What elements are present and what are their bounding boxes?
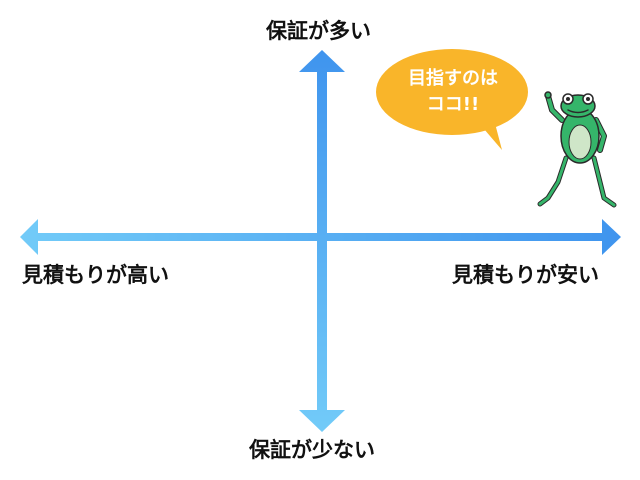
axis-label-bottom: 保証が少ない — [249, 438, 375, 462]
frog-pointing-icon — [537, 91, 617, 208]
speech-bubble-line-2: ココ!! — [426, 94, 480, 115]
axis-label-left: 見積もりが高い — [22, 263, 169, 287]
axis-label-right: 見積もりが安い — [452, 263, 599, 287]
speech-bubble-line-1: 目指すのは — [408, 68, 498, 89]
speech-bubble-text: 目指すのは ココ!! — [378, 66, 528, 118]
speech-bubble — [376, 49, 528, 150]
axis-label-top: 保証が多い — [266, 19, 371, 43]
vertical-axis-arrow — [299, 50, 345, 432]
